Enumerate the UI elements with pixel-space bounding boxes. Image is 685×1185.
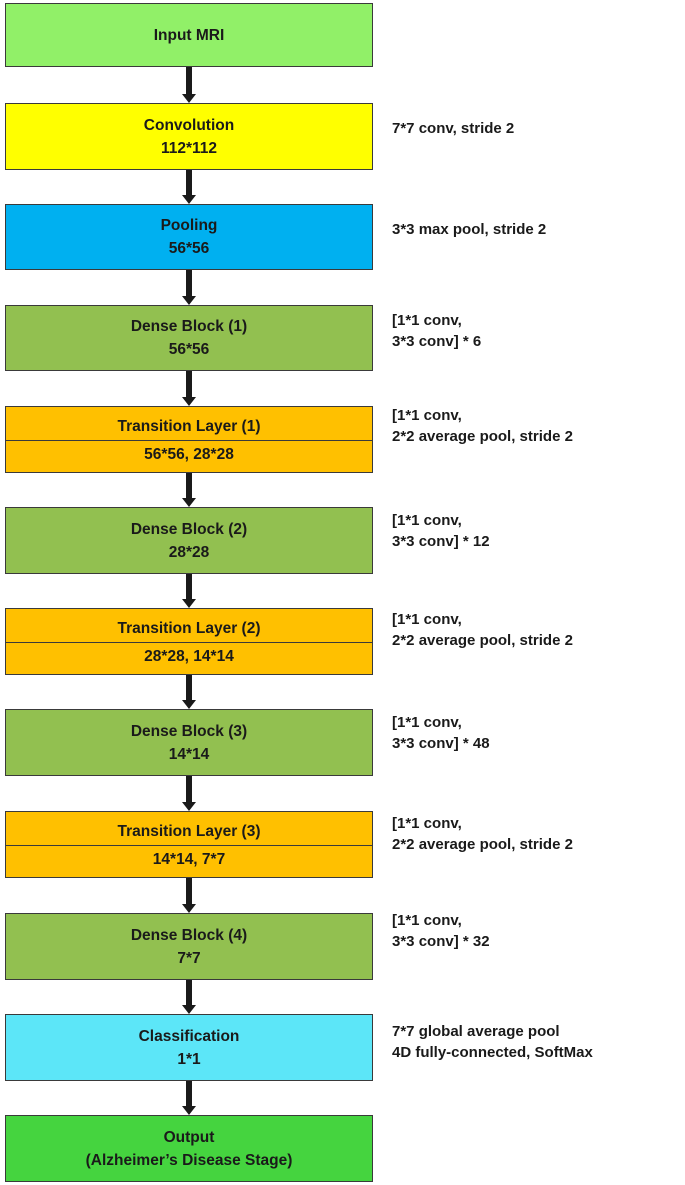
flow-arrow xyxy=(182,574,196,608)
convolution-note-line: 7*7 conv, stride 2 xyxy=(392,120,515,137)
flow-arrow xyxy=(182,270,196,305)
flow-arrow xyxy=(182,371,196,406)
transition-layer-3-note-line: 2*2 average pool, stride 2 xyxy=(392,836,573,853)
classification-note: 7*7 global average pool 4D fully-connect… xyxy=(392,1021,593,1063)
dense-block-3-title: Dense Block (3) xyxy=(130,722,248,740)
convolution-block: Convolution 112*112 xyxy=(5,103,373,170)
transition-layer-3-note: [1*1 conv, 2*2 average pool, stride 2 xyxy=(392,813,573,855)
pooling-block: Pooling 56*56 xyxy=(5,204,373,270)
dense-block-2-note-line: [1*1 conv, xyxy=(392,512,462,529)
dense-block-3: Dense Block (3) 14*14 xyxy=(5,709,373,776)
flow-arrow xyxy=(182,170,196,204)
transition-layer-1-size: 56*56, 28*28 xyxy=(144,445,234,463)
convolution-title: Convolution xyxy=(143,116,235,134)
dense-block-4-note-line: [1*1 conv, xyxy=(392,912,462,929)
dense-block-3-note-line: [1*1 conv, xyxy=(392,714,462,731)
flow-arrow xyxy=(182,1081,196,1115)
dense-block-2-title: Dense Block (2) xyxy=(130,520,248,538)
classification-title: Classification xyxy=(138,1027,240,1045)
classification-note-line: 4D fully-connected, SoftMax xyxy=(392,1044,593,1061)
transition-layer-1-note-line: 2*2 average pool, stride 2 xyxy=(392,428,573,445)
flow-arrow xyxy=(182,776,196,811)
transition-layer-1-note-line: [1*1 conv, xyxy=(392,407,462,424)
input-mri-block: Input MRI xyxy=(5,3,373,67)
flow-arrow xyxy=(182,67,196,103)
transition-layer-2: Transition Layer (2) 28*28, 14*14 xyxy=(5,608,373,675)
transition-layer-3-title: Transition Layer (3) xyxy=(117,822,261,840)
transition-layer-3-size: 14*14, 7*7 xyxy=(152,850,226,868)
flow-arrow xyxy=(182,878,196,913)
transition-layer-2-note-line: [1*1 conv, xyxy=(392,611,462,628)
dense-block-4-title: Dense Block (4) xyxy=(130,926,248,944)
dense-block-3-note-line: 3*3 conv] * 48 xyxy=(392,735,490,752)
pooling-note: 3*3 max pool, stride 2 xyxy=(392,219,546,240)
dense-block-4-note-line: 3*3 conv] * 32 xyxy=(392,933,490,950)
transition-layer-1: Transition Layer (1) 56*56, 28*28 xyxy=(5,406,373,473)
convolution-size: 112*112 xyxy=(160,139,218,157)
dense-block-1-size: 56*56 xyxy=(168,341,210,358)
dense-block-1-note: [1*1 conv, 3*3 conv] * 6 xyxy=(392,310,481,352)
pooling-size: 56*56 xyxy=(168,240,210,257)
transition-layer-2-title: Transition Layer (2) xyxy=(117,619,261,637)
transition-layer-2-note-line: 2*2 average pool, stride 2 xyxy=(392,632,573,649)
pooling-note-line: 3*3 max pool, stride 2 xyxy=(392,221,547,238)
dense-block-4: Dense Block (4) 7*7 xyxy=(5,913,373,980)
output-block: Output (Alzheimer’s Disease Stage) xyxy=(5,1115,373,1182)
dense-block-3-size: 14*14 xyxy=(168,745,210,763)
classification-size: 1*1 xyxy=(177,1050,201,1068)
dense-block-1-note-line: 3*3 conv] * 6 xyxy=(392,333,482,350)
classification-block: Classification 1*1 xyxy=(5,1014,373,1081)
dense-block-2-size: 28*28 xyxy=(168,543,210,561)
dense-block-2-note-line: 3*3 conv] * 12 xyxy=(392,533,490,550)
flow-arrow xyxy=(182,675,196,709)
transition-layer-1-title: Transition Layer (1) xyxy=(117,417,261,435)
dense-block-3-note: [1*1 conv, 3*3 conv] * 48 xyxy=(392,712,490,754)
input-mri-title: Input MRI xyxy=(153,26,225,44)
dense-block-1-note-line: [1*1 conv, xyxy=(392,312,462,329)
dense-block-1-title: Dense Block (1) xyxy=(130,318,248,335)
output-subtitle: (Alzheimer’s Disease Stage) xyxy=(85,1151,293,1169)
transition-layer-1-note: [1*1 conv, 2*2 average pool, stride 2 xyxy=(392,405,573,447)
convolution-note: 7*7 conv, stride 2 xyxy=(392,118,514,139)
output-title: Output xyxy=(163,1128,215,1146)
transition-layer-3-note-line: [1*1 conv, xyxy=(392,815,462,832)
flow-arrow xyxy=(182,473,196,507)
transition-layer-2-size: 28*28, 14*14 xyxy=(144,647,234,665)
classification-note-line: 7*7 global average pool xyxy=(392,1023,560,1040)
dense-block-2: Dense Block (2) 28*28 xyxy=(5,507,373,574)
dense-block-2-note: [1*1 conv, 3*3 conv] * 12 xyxy=(392,510,490,552)
flow-arrow xyxy=(182,980,196,1014)
transition-layer-3: Transition Layer (3) 14*14, 7*7 xyxy=(5,811,373,878)
dense-block-4-note: [1*1 conv, 3*3 conv] * 32 xyxy=(392,910,490,952)
pooling-title: Pooling xyxy=(160,217,218,234)
dense-block-4-size: 7*7 xyxy=(177,949,201,967)
transition-layer-2-note: [1*1 conv, 2*2 average pool, stride 2 xyxy=(392,609,573,651)
dense-block-1: Dense Block (1) 56*56 xyxy=(5,305,373,371)
